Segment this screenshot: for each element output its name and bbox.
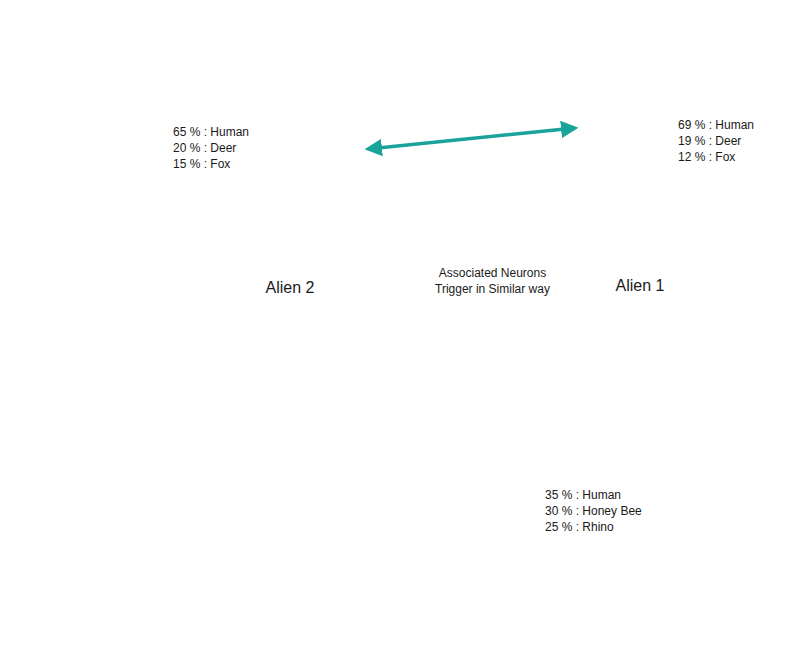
percentage-text: 69 % : Human [678,118,754,132]
orange-alien [226,20,354,270]
percentage-text: 19 % : Deer [678,134,741,148]
percentage-text: 20 % : Deer [173,141,236,155]
percentage-text: 25 % : Rhino [545,520,614,534]
percentage-text: 12 % : Fox [678,150,735,164]
percentage-text: 65 % : Human [173,125,249,139]
blue-alien [425,405,525,556]
caption-note: Associated Neurons Trigger in Similar wa… [420,266,565,297]
circle-fill [140,8,440,308]
head-silhouette [6,445,205,663]
circle-neck [410,72,520,238]
percentage-text: 35 % : Human [545,488,621,502]
alien-circle: 69 % : Human 19 % : Deer 12 % : FoxAlien 1 [485,8,785,308]
brain-folds [62,371,187,444]
alien-name: Alien 2 [266,278,315,297]
association-arrow [368,128,575,149]
circle-fill [395,375,680,660]
alien-circle: 35 % : Human 30 % : Honey Bee 25 % : Rhino [395,375,680,660]
alien-name: Alien 1 [616,276,665,295]
brain [39,348,212,494]
circle-fill [485,8,785,308]
percentage-text: 30 % : Honey Bee [545,504,642,518]
circle-outline [485,8,785,308]
percentage-text: 15 % : Fox [173,157,230,171]
alien-circle: 65 % : Human 20 % : Deer 15 % : FoxAlien 2 [140,8,440,308]
